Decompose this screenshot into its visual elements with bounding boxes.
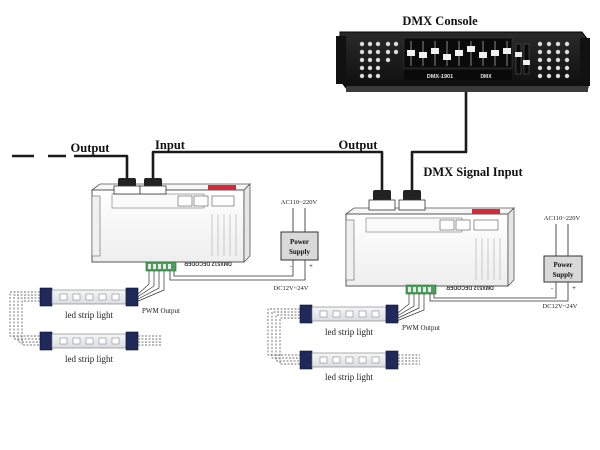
decoder-left-xlr-input [139,178,167,195]
cable-decoder-left-to-decoder-right [151,150,384,190]
label-dmx-signal-input: DMX Signal Input [423,165,523,179]
dmx-console: DMX Console [336,14,590,92]
console-faders: DMX-1901 DMX [403,37,513,80]
console-front-edge [346,86,588,92]
dmx-console-title: DMX Console [402,14,478,28]
power-supply-right: AC110~220V Power Supply - + DC12V~24V [543,215,583,310]
power-supply-right-line2: Supply [552,271,574,279]
cable-decoder-left-output [74,154,129,178]
pwm-output-label-right: PWM Output [402,324,440,332]
power-supply-left-ac-label: AC110~220V [281,199,318,206]
decoder-right-xlr-output [368,190,396,211]
console-rack-ear-left [336,36,346,84]
decoder-right-side [507,207,515,287]
power-wires-left [169,260,306,281]
console-button-grid-left [359,41,399,79]
label-output-left: Output [71,141,111,155]
pwm-wires-left [135,271,165,303]
console-button-grid-right [537,41,570,79]
decoder-left-side [243,183,251,263]
pwm-wires-right [393,294,425,323]
decoder-right-pwm-terminal [405,284,437,295]
led-strip-left-1 [39,287,139,307]
decoder-left-end-cap [91,195,101,257]
power-supply-right-ac-label: AC110~220V [544,215,581,222]
decoder-left-xlr-output [113,178,141,195]
strip-chain-wires-left [9,291,40,346]
console-label-strip [404,70,512,80]
console-master-faders [515,43,530,75]
decoder-right-xlr-input [398,190,426,211]
decoder-right-end-cap [345,219,355,281]
led-strip-left-2-label: led strip light [65,354,113,364]
strip-chain-wires-right [267,308,300,365]
power-supply-right-line1: Power [553,261,572,269]
power-wires-right [429,282,569,302]
power-supply-left: AC110~220V Power Supply - + DC12V~24V [274,199,319,292]
cable-console-to-decoder-right [410,92,468,190]
power-supply-left-minus: - [290,264,292,270]
decoder-right-red-label [472,209,500,214]
decoder-left-pwm-terminal [145,261,177,272]
pwm-output-label-left: PWM Output [142,307,180,315]
strip-open-end-right [398,354,420,365]
decoder-left: DMX512 DECODER [90,178,251,272]
power-supply-left-box [280,231,319,261]
decoder-left-red-label [208,185,236,190]
led-strip-right-1 [299,304,399,324]
power-supply-left-dc-label: DC12V~24V [274,285,309,292]
led-strip-right-1-label: led strip light [325,327,373,337]
decoder-left-name: DMX512 DECODER [184,260,232,266]
strip-open-end-left [138,335,162,346]
power-supply-left-line1: Power [290,238,309,246]
led-strip-left-2 [39,331,139,351]
power-supply-right-plus: + [572,286,576,292]
console-rack-ear-right [580,38,590,86]
led-strip-right-2-label: led strip light [325,372,373,382]
label-output-right: Output [339,138,379,152]
decoder-right-name: DMX512 DECODER [446,284,494,290]
power-supply-right-dc-label: DC12V~24V [543,303,578,310]
decoder-right: DMX512 DECODER [344,190,515,295]
console-panel-label: DMX-1901 [427,74,453,80]
console-panel-sub: DMX [480,74,492,80]
dmx-cables [12,92,468,190]
led-strip-right-2 [299,350,399,370]
power-supply-left-plus: + [309,264,313,270]
power-supply-right-box [543,255,583,283]
label-input-left: Input [155,138,186,152]
led-strip-left-1-label: led strip light [65,310,113,320]
power-supply-left-line2: Supply [289,248,311,256]
power-supply-right-minus: - [551,286,553,292]
